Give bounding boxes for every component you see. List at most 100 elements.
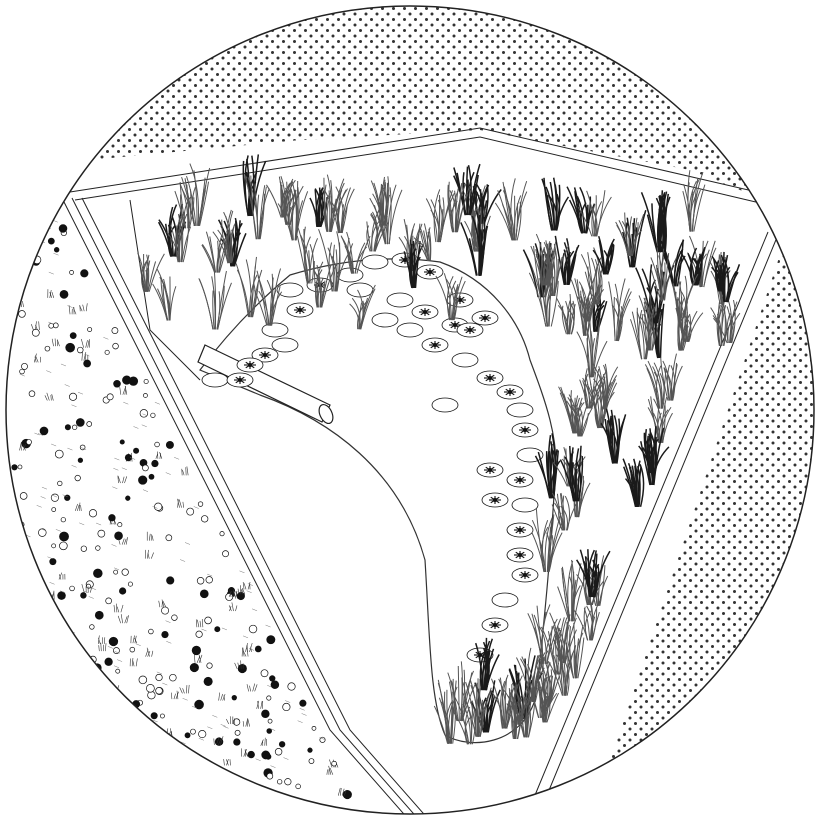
meadow-flower-dark (108, 636, 119, 647)
grass-tuft (118, 537, 128, 545)
meadow-hatch (297, 720, 303, 723)
meadow-flower-light (201, 515, 209, 523)
meadow-hatch (319, 737, 325, 740)
meadow-flower-dark (269, 675, 276, 682)
meadow-flower-dark (65, 342, 75, 353)
meadow-hatch (116, 659, 123, 662)
meadow-flower-dark (261, 709, 270, 719)
grass-tuft (81, 351, 89, 361)
reed-clump-icon (531, 508, 564, 573)
reed-clump-icon (460, 215, 489, 276)
meadow-flower-light (21, 362, 28, 370)
pond-outline (199, 258, 557, 744)
meadow-flower-light (97, 529, 106, 538)
reed-clump-icon (644, 360, 667, 409)
meadow-flower-dark (53, 247, 60, 253)
meadow-hatch (21, 580, 27, 583)
grass-tuft (234, 660, 244, 669)
grass-tuft (170, 690, 179, 700)
grass-tuft (213, 736, 224, 746)
reed-clump-icon (622, 458, 645, 507)
meadow-flower-light (169, 673, 177, 682)
meadow-flower-light (295, 783, 301, 790)
meadow-hatch (47, 556, 53, 560)
meadow-hatch (114, 651, 120, 654)
grass-tuft (56, 716, 66, 725)
meadow-flower-light (17, 464, 23, 470)
meadow-hatch (306, 807, 312, 810)
meadow-hatch (285, 700, 291, 703)
reed-clump-icon (576, 549, 611, 598)
meadow-hatch (270, 728, 276, 731)
grass-tuft (63, 691, 73, 700)
grass-tuft (48, 795, 56, 805)
meadow-flower-light (79, 444, 86, 451)
reed-clump-icon (296, 224, 319, 284)
lily-flower-icon (484, 466, 496, 474)
grass-tuft (267, 791, 275, 801)
grass-tuft (246, 683, 258, 692)
meadow-flower-light (53, 735, 59, 742)
meadow-flower-dark (49, 711, 60, 722)
meadow-hatch (182, 698, 188, 701)
meadow-flower-light (86, 583, 91, 589)
grass-tuft (33, 353, 41, 363)
meadow-flower-dark (79, 655, 86, 663)
meadow-flower-light (51, 543, 56, 549)
meadow-hatch (142, 489, 149, 492)
meadow-flower-light (155, 673, 163, 682)
meadow-hatch (53, 252, 59, 256)
reed-clump-icon (655, 193, 670, 252)
meadow-hatch (166, 641, 172, 644)
grass-tuft (91, 748, 100, 758)
meadow-flower-light (308, 758, 315, 764)
meadow-flower-dark (47, 237, 55, 245)
meadow-flower-light (129, 646, 136, 653)
meadow-flower-light (196, 768, 204, 777)
meadow-flower-dark (125, 495, 131, 501)
reed-clump-icon (713, 299, 741, 344)
meadow-flower-light (38, 528, 47, 537)
meadow-flower-dark (278, 741, 286, 748)
meadow-hatch (247, 583, 253, 586)
grass-tuft (31, 321, 40, 331)
grass-tuft (260, 737, 268, 746)
meadow-flower-dark (214, 769, 225, 780)
meadow-flower-dark (230, 813, 236, 814)
meadow-flower-dark (93, 568, 103, 579)
meadow-hatch (28, 574, 34, 577)
grass-tuft (117, 475, 128, 484)
grass-tuft (14, 259, 27, 269)
meadow-hatch (40, 528, 46, 531)
meadow-flower-light (105, 597, 112, 605)
meadow-hatch (38, 742, 44, 745)
reed-clump-icon (716, 259, 741, 303)
meadow-flower-light (331, 760, 337, 767)
reed-clump-icon (277, 180, 309, 241)
meadow-flower-light (13, 573, 21, 580)
lily-pad (371, 312, 399, 328)
meadow-flower-light (19, 368, 25, 375)
reed-clump-icon (369, 181, 403, 245)
meadow-flower-light (177, 807, 185, 814)
grass-tuft (195, 618, 204, 628)
meadow-hatch (113, 468, 119, 471)
meadow-flower-light (171, 614, 178, 621)
meadow-hatch (20, 550, 26, 553)
meadow-flower-light (131, 791, 140, 800)
reed-clump-icon (710, 294, 727, 346)
meadow-flower-dark (165, 440, 174, 449)
meadow-flower-light (274, 748, 283, 756)
meadow-flower-light (142, 758, 151, 767)
reed-clump-icon (201, 231, 230, 273)
meadow-flower-light (267, 718, 273, 724)
meadow-hatch (113, 567, 120, 571)
meadow-flower-dark (80, 269, 89, 278)
grass-tuft (21, 630, 29, 638)
meadow-flower-dark (180, 789, 188, 797)
lily-flower-icon (464, 326, 476, 334)
meadow-flower-light (195, 630, 203, 638)
meadow-hatch (36, 505, 42, 508)
meadow-flower-light (186, 507, 195, 516)
